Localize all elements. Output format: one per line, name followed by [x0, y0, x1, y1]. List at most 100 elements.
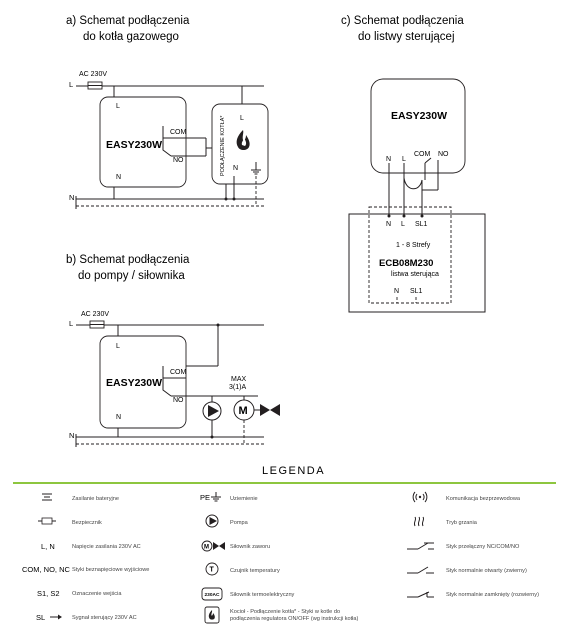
legend-col3-row4: Styk normalnie otwarty (zwierny): [407, 566, 527, 574]
diagram-b-title-2: do pompy / siłownika: [78, 270, 185, 282]
legend-col1-row4: COM, NO, NC Styki beznapięciowe wyjściow…: [22, 565, 149, 574]
svg-text:Zasilanie bateryjne: Zasilanie bateryjne: [72, 496, 119, 502]
legend-col2-row1: PE Uziemienie: [200, 492, 258, 502]
temperature-sensor-icon: T: [205, 562, 219, 576]
diagram-c-easy230w-box: [370, 78, 466, 174]
svg-text:AC 230V: AC 230V: [81, 311, 109, 318]
diagram-a-line-n: N: [69, 193, 74, 202]
flame-icon: [236, 130, 250, 150]
pump-icon: [205, 514, 219, 528]
diagram-c-strip-subtitle: listwa sterująca: [391, 271, 439, 278]
battery-icon: [42, 493, 52, 501]
svg-text:L: L: [116, 103, 120, 110]
wireless-icon: [412, 491, 428, 503]
svg-text:Styki beznapięciowe wyjściowe: Styki beznapięciowe wyjściowe: [72, 567, 149, 573]
legend: LEGENDA Zasilanie bateryjne Bezpiecznik …: [13, 465, 556, 624]
svg-text:NO: NO: [173, 397, 184, 404]
svg-text:L: L: [401, 221, 405, 228]
svg-text:NO: NO: [438, 151, 449, 158]
diagram-a: a) Schemat podłączenia do kotła gazowego…: [66, 15, 269, 209]
no-contact-icon: [407, 566, 434, 574]
svg-text:Siłownik zaworu: Siłownik zaworu: [230, 544, 270, 550]
svg-text:Czujnik temperatury: Czujnik temperatury: [230, 568, 280, 574]
svg-text:Komunikacja bezprzewodowa: Komunikacja bezprzewodowa: [446, 496, 521, 502]
changeover-contact-icon: [407, 542, 434, 550]
diagram-a-easy230w-box: [99, 96, 187, 188]
svg-text:T: T: [210, 567, 215, 574]
svg-text:L: L: [240, 115, 244, 122]
svg-text:SL: SL: [36, 613, 45, 622]
diagram-a-device-name: EASY230W: [106, 139, 162, 151]
svg-text:L: L: [402, 156, 406, 163]
diagram-c-zones: 1 - 8 Strefy: [396, 242, 431, 249]
diagram-a-ac-label: AC 230V: [79, 71, 107, 78]
legend-col1-row2: Bezpiecznik: [38, 517, 102, 526]
svg-text:Bezpiecznik: Bezpiecznik: [72, 520, 102, 526]
earth-icon: [211, 492, 221, 502]
legend-title: LEGENDA: [262, 465, 325, 477]
diagram-c-strip-dashed: [368, 206, 452, 304]
svg-text:N: N: [233, 165, 238, 172]
diagram-b-max-label: MAX: [231, 376, 247, 383]
earth-icon: [251, 162, 261, 175]
svg-text:NO: NO: [173, 157, 184, 164]
legend-col3-row1: Komunikacja bezprzewodowa: [412, 491, 521, 503]
svg-text:N: N: [116, 174, 121, 181]
svg-text:podłączenia regulatora ON/OFF: podłączenia regulatora ON/OFF (wg instru…: [230, 616, 359, 622]
svg-text:Oznaczenie wejścia: Oznaczenie wejścia: [72, 591, 122, 597]
fuse-icon: [38, 517, 56, 525]
legend-col1-row5: S1, S2 Oznaczenie wejścia: [37, 589, 122, 598]
legend-col3-row2: Tryb grzania: [413, 516, 478, 527]
legend-col1-row6: SL Sygnał sterujący 230V AC: [36, 613, 137, 622]
svg-text:L: L: [69, 319, 73, 328]
diagram-b-max-value: 3(1)A: [229, 384, 246, 391]
svg-text:COM, NO, NC: COM, NO, NC: [22, 565, 70, 574]
diagram-c-title-2: do listwy sterującej: [358, 31, 455, 43]
diagram-b-title-1: b) Schemat podłączenia: [66, 254, 190, 266]
svg-text:COM: COM: [170, 369, 187, 376]
svg-text:L, N: L, N: [41, 542, 55, 551]
svg-text:EASY230W: EASY230W: [106, 377, 162, 389]
svg-text:COM: COM: [414, 151, 431, 158]
legend-col3-row5: Styk normalnie zamknięty (rozwierny): [407, 591, 539, 598]
svg-text:Styk normalnie otwarty (zwiern: Styk normalnie otwarty (zwierny): [446, 568, 527, 574]
thermal-actuator-icon: 230AC: [201, 587, 223, 601]
legend-col1-row1: Zasilanie bateryjne: [42, 493, 119, 502]
svg-text:PE: PE: [200, 493, 210, 502]
svg-text:Pompa: Pompa: [230, 520, 249, 526]
legend-col2-row4: T Czujnik temperatury: [205, 562, 280, 576]
diagram-a-title-1: a) Schemat podłączenia: [66, 15, 190, 27]
svg-text:N: N: [394, 288, 399, 295]
svg-text:Sygnał sterujący 230V AC: Sygnał sterujący 230V AC: [72, 615, 137, 621]
pump-icon: [202, 401, 222, 421]
diagram-c-strip-name: ECB08M230: [379, 258, 433, 269]
svg-text:Uziemienie: Uziemienie: [230, 496, 258, 502]
boiler-icon: [204, 606, 220, 624]
svg-text:Napięcie zasilania 230V AC: Napięcie zasilania 230V AC: [72, 544, 141, 550]
valve-actuator-icon: M: [233, 399, 280, 421]
svg-text:S1, S2: S1, S2: [37, 589, 60, 598]
legend-col2-row6: Kocioł - Podłączenie kotła* - Styki w ko…: [204, 606, 359, 624]
svg-text:Siłownik termoelektryczny: Siłownik termoelektryczny: [230, 592, 295, 598]
legend-col3-row3: Styk przełączny NC/COM/NO: [407, 542, 520, 550]
svg-text:SL1: SL1: [415, 221, 428, 228]
svg-text:N: N: [116, 414, 121, 421]
diagram-b-easy230w-box: [99, 335, 187, 429]
legend-col1-row3: L, N Napięcie zasilania 230V AC: [41, 542, 141, 551]
svg-text:L: L: [116, 343, 120, 350]
svg-text:N: N: [386, 221, 391, 228]
svg-text:N: N: [69, 431, 74, 440]
nc-contact-icon: [407, 591, 434, 598]
diagram-c-strip-frame: [348, 213, 486, 313]
svg-text:Styk normalnie zamknięty (rozw: Styk normalnie zamknięty (rozwierny): [446, 592, 539, 598]
diagram-c-title-1: c) Schemat podłączenia: [341, 15, 464, 27]
diagram-a-boiler-text: PODŁĄCZENIE KOTŁA*: [220, 115, 226, 176]
heating-icon: [413, 516, 425, 527]
legend-col2-row2: Pompa: [205, 514, 249, 528]
svg-text:Kocioł - Podłączenie kotła* -: Kocioł - Podłączenie kotła* - Styki w ko…: [230, 609, 340, 615]
svg-text:N: N: [386, 156, 391, 163]
diagram-b: b) Schemat podłączenia do pompy / siłown…: [66, 254, 280, 447]
diagram-a-line-l: L: [69, 80, 73, 89]
legend-col2-row5: 230AC Siłownik termoelektryczny: [201, 587, 295, 601]
